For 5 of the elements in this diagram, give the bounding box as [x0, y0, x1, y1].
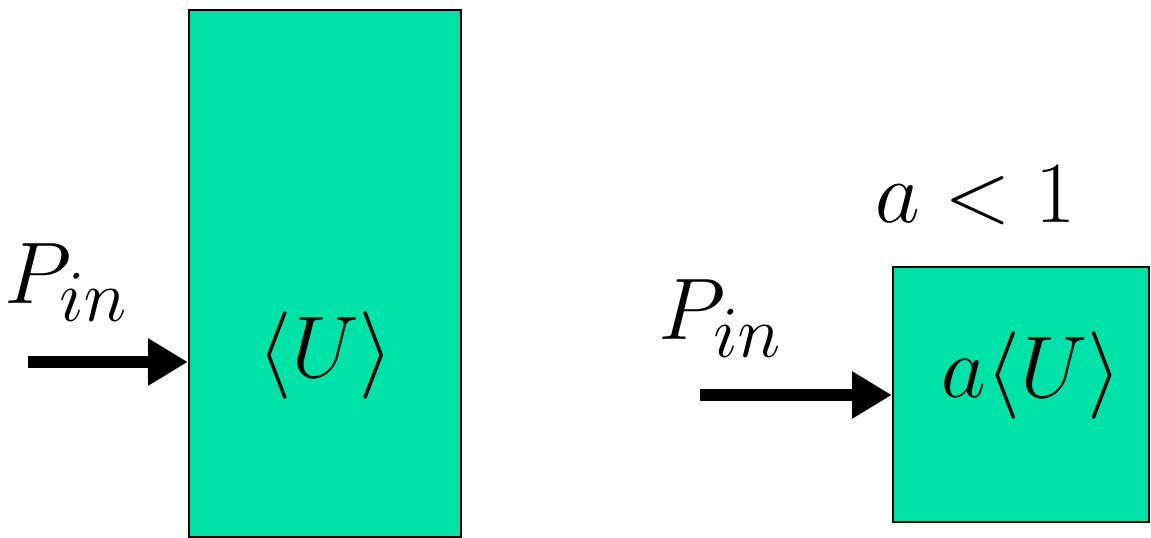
process-box: $\langle U\rangle$ [187, 8, 463, 538]
power-label: $P_{in}$ [662, 279, 779, 358]
condition-label: $a<1$ [878, 164, 1069, 225]
power-label: $P_{in}$ [8, 243, 125, 322]
process-box: $a\langle U\rangle$ [891, 265, 1151, 524]
